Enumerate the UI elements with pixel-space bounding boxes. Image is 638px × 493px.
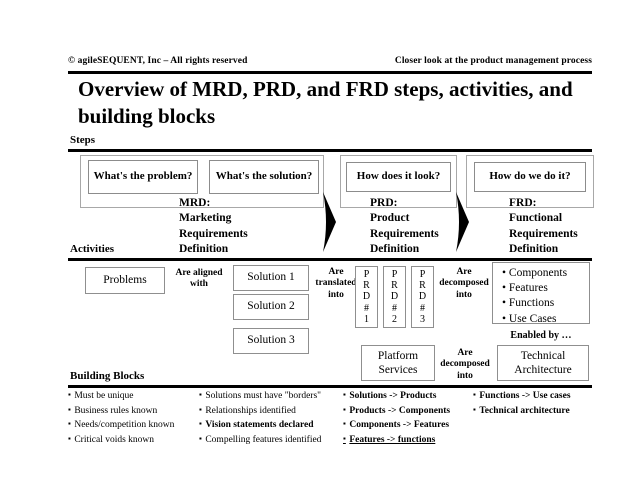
building-block-item: Needs/competition known — [68, 418, 199, 433]
frd-outputs-box[interactable]: • Components • Features • Functions • Us… — [492, 262, 590, 325]
solution-1-box[interactable]: Solution 1 — [233, 265, 309, 291]
mrd-line-3: Definition — [179, 242, 229, 255]
technical-architecture-box[interactable]: Technical Architecture — [497, 345, 589, 381]
building-blocks-column-4: Functions -> Use cases Technical archite… — [473, 389, 592, 448]
building-block-item: Components -> Features — [343, 418, 473, 433]
frd-line-2: Requirements — [509, 227, 578, 240]
building-block-item: Functions -> Use cases — [473, 389, 592, 404]
step-question-label: What's the solution? — [215, 170, 313, 183]
problems-box-label: Problems — [103, 273, 147, 286]
building-blocks-columns: Must be unique Business rules known Need… — [68, 389, 592, 448]
solution-box-label: Solution 3 — [247, 334, 295, 347]
step-question-look[interactable]: How does it look? — [346, 162, 451, 192]
step-question-solution[interactable]: What's the solution? — [209, 160, 319, 194]
solution-3-box[interactable]: Solution 3 — [233, 328, 309, 354]
steps-divider — [68, 149, 592, 152]
building-block-item: Critical voids known — [68, 433, 199, 448]
building-blocks-label: Building Blocks — [70, 370, 145, 382]
frd-line-3: Definition — [509, 242, 559, 255]
step-question-problem[interactable]: What's the problem? — [88, 160, 198, 194]
enabled-by-label: Enabled by … — [510, 330, 572, 341]
steps-label: Steps — [70, 134, 96, 146]
problems-box[interactable]: Problems — [85, 267, 165, 294]
prd-code: PRD: — [370, 197, 398, 209]
step-question-label: What's the problem? — [93, 170, 193, 183]
building-blocks-divider — [68, 385, 592, 388]
building-block-item: Compelling features identified — [199, 433, 343, 448]
slide-header: © agileSEQUENT, Inc – All rights reserve… — [68, 56, 592, 66]
mrd-line-1: Marketing — [179, 212, 232, 225]
flow-arrow-prd-to-frd — [456, 192, 469, 252]
connector-are-decomposed-into-1: Are decomposed into — [439, 267, 489, 300]
technical-architecture-label: Technical Architecture — [514, 349, 572, 376]
connector-are-aligned-with: Are aligned with — [175, 268, 223, 290]
step-question-do[interactable]: How do we do it? — [474, 162, 586, 192]
prd-line-2: Requirements — [370, 227, 439, 240]
activities-label: Activities — [70, 243, 114, 255]
connector-are-translated-into: Are translated into — [315, 267, 357, 300]
building-block-item: Relationships identified — [199, 404, 343, 419]
building-block-item: Business rules known — [68, 404, 199, 419]
building-block-item: Features -> functions — [343, 433, 473, 448]
activities-divider — [68, 258, 592, 261]
mrd-code: MRD: — [179, 197, 211, 209]
frd-code: FRD: — [509, 197, 537, 209]
flow-arrow-mrd-to-prd — [323, 192, 336, 252]
building-block-item: Solutions -> Products — [343, 389, 473, 404]
connector-are-decomposed-into-2: Are decomposed into — [440, 348, 490, 381]
header-divider — [68, 71, 592, 74]
solution-box-label: Solution 1 — [247, 271, 295, 284]
frd-output-item: • Use Cases — [502, 312, 557, 325]
frd-output-item: • Features — [502, 282, 548, 295]
solution-box-label: Solution 2 — [247, 300, 295, 313]
frd-output-item: • Functions — [502, 297, 555, 310]
copyright-text: © agileSEQUENT, Inc – All rights reserve… — [68, 56, 248, 66]
building-block-item: Must be unique — [68, 389, 199, 404]
prd-document-label: PRD: Product Requirements Definition — [370, 196, 439, 257]
building-blocks-column-2: Solutions must have "borders" Relationsh… — [199, 389, 343, 448]
prd-line-3: Definition — [370, 242, 420, 255]
header-subject-text: Closer look at the product management pr… — [394, 56, 592, 66]
step-question-label: How does it look? — [356, 170, 441, 183]
building-block-item: Technical architecture — [473, 404, 592, 419]
building-blocks-column-1: Must be unique Business rules known Need… — [68, 389, 199, 448]
building-block-item: Products -> Components — [343, 404, 473, 419]
step-question-label: How do we do it? — [489, 170, 571, 183]
frd-document-label: FRD: Functional Requirements Definition — [509, 196, 578, 257]
platform-services-label: Platform Services — [377, 349, 419, 376]
prd-line-1: Product — [370, 212, 410, 225]
mrd-document-label: MRD: Marketing Requirements Definition — [179, 196, 248, 257]
mrd-line-2: Requirements — [179, 227, 248, 240]
building-block-item: Solutions must have "borders" — [199, 389, 343, 404]
building-blocks-column-3: Solutions -> Products Products -> Compon… — [343, 389, 473, 448]
frd-output-item: • Components — [502, 267, 568, 279]
page-title: Overview of MRD, PRD, and FRD steps, act… — [78, 77, 573, 128]
platform-services-box[interactable]: Platform Services — [361, 345, 435, 381]
building-block-item: Vision statements declared — [199, 418, 343, 433]
solution-2-box[interactable]: Solution 2 — [233, 294, 309, 320]
frd-line-1: Functional — [509, 212, 563, 225]
